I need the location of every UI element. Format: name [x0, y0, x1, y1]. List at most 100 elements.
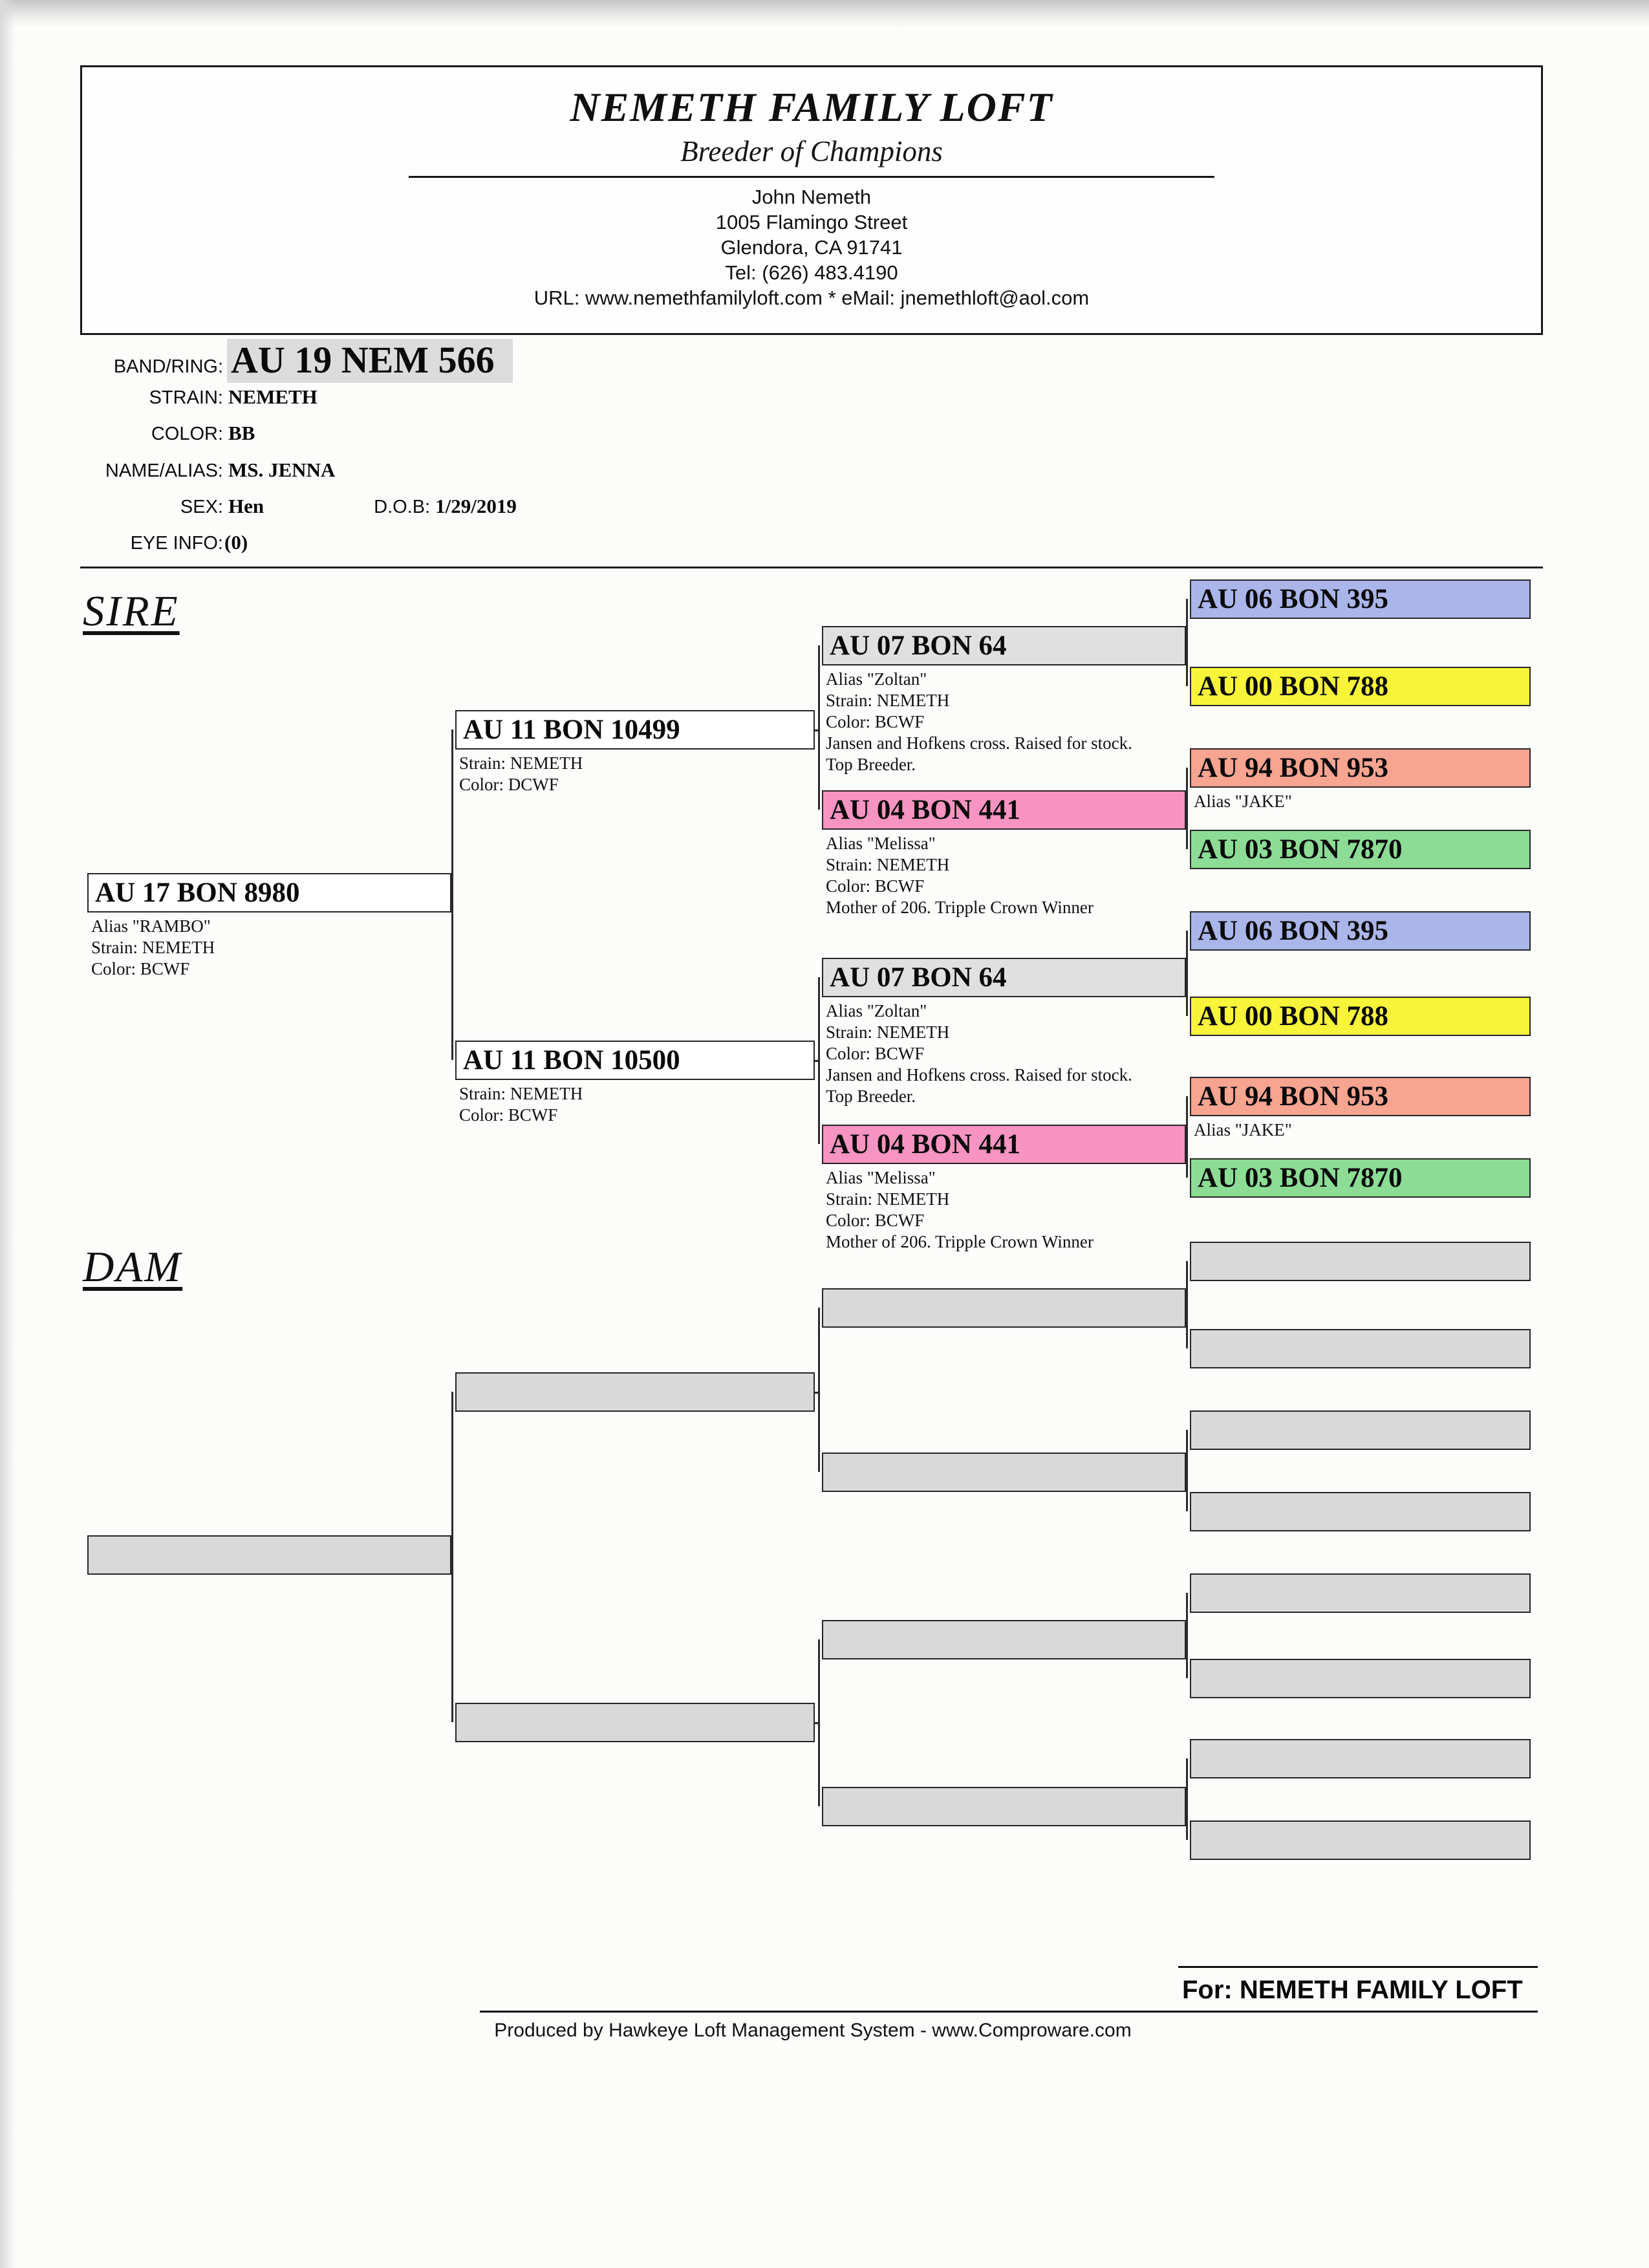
pedigree-connector-line	[1186, 599, 1188, 686]
color-label: COLOR:	[151, 424, 223, 444]
eye-info-value: (0)	[224, 531, 248, 554]
color-row: COLOR: BB	[65, 422, 255, 445]
pedigree-band-cell	[87, 1535, 451, 1575]
pedigree-band-cell: AU 03 BON 7870	[1190, 1158, 1531, 1198]
pedigree-detail-line: Color: BCWF	[826, 1211, 925, 1230]
pedigree-detail-line: Strain: NEMETH	[459, 753, 583, 773]
pedigree-band-cell	[1190, 1820, 1531, 1860]
pedigree-band-cell: AU 00 BON 788	[1190, 997, 1531, 1036]
pedigree-box-details: Alias "RAMBO" Strain: NEMETH Color: BCWF	[87, 913, 451, 980]
pedigree-detail-line: Mother of 206. Tripple Crown Winner	[826, 1232, 1094, 1251]
color-value: BB	[228, 422, 255, 444]
pedigree-connector-line	[1186, 1639, 1188, 1641]
eye-info-row: EYE INFO: (0)	[65, 531, 248, 554]
pedigree-connector-line	[1186, 810, 1188, 812]
pedigree-detail-line: Alias "Zoltan"	[826, 1001, 927, 1021]
pedigree-band-cell: AU 94 BON 953	[1190, 1077, 1531, 1116]
pedigree-connector-line	[1186, 977, 1188, 979]
letterhead-divider	[409, 176, 1214, 178]
pedigree-band-cell	[1190, 1659, 1531, 1698]
phone-line: Tel: (626) 483.4190	[725, 261, 898, 284]
dob-label: D.O.B:	[374, 497, 431, 517]
pedigree-box-sire-g4-8: AU 03 BON 7870	[1190, 1158, 1531, 1198]
pedigree-connector-line	[1186, 1261, 1188, 1348]
pedigree-box-dam-g4-8	[1190, 1820, 1531, 1860]
band-ring-label: BAND/RING:	[113, 356, 223, 377]
pedigree-band-cell	[1190, 1573, 1531, 1613]
pedigree-box-sire-g4-4: AU 03 BON 7870	[1190, 830, 1531, 869]
pedigree-connector-line	[1186, 1096, 1188, 1178]
strain-value: NEMETH	[228, 385, 318, 408]
dob-value: 1/29/2019	[435, 495, 517, 517]
pedigree-detail-line: Top Breeder.	[826, 755, 916, 774]
pedigree-box-dam-g4-5	[1190, 1573, 1531, 1613]
eye-info-label: EYE INFO:	[130, 533, 223, 554]
strain-row: STRAIN: NEMETH	[65, 385, 318, 409]
pedigree-connector-line	[815, 729, 820, 731]
owner-name: John Nemeth	[751, 186, 872, 208]
address-line2: Glendora, CA 91741	[720, 236, 903, 259]
pedigree-connector-line	[815, 1722, 820, 1724]
pedigree-box-sire-g4-2: AU 00 BON 788	[1190, 667, 1531, 706]
pedigree-detail-line: Color: BCWF	[826, 712, 925, 731]
footer-rule	[480, 2011, 1538, 2013]
pedigree-connector-line	[1186, 1472, 1188, 1474]
pedigree-band-cell: AU 17 BON 8980	[87, 873, 451, 913]
pedigree-box-dam-g4-4	[1190, 1492, 1531, 1531]
footer-for-line: For: NEMETH FAMILY LOFT	[1178, 1966, 1538, 2011]
pedigree-detail-line: Alias "RAMBO"	[91, 916, 211, 936]
pedigree-detail-line: Color: BCWF	[91, 959, 190, 978]
pedigree-detail-line: Strain: NEMETH	[826, 1022, 950, 1042]
pedigree-band-cell: AU 94 BON 953	[1190, 748, 1531, 788]
pedigree-box-dam-g2-2	[455, 1703, 815, 1742]
scan-edge-left	[0, 0, 16, 2268]
dam-section-heading: DAM	[83, 1243, 183, 1291]
pedigree-box-dam-g3-2	[822, 1453, 1186, 1492]
pedigree-band-cell	[822, 1787, 1186, 1826]
pedigree-band-cell: AU 07 BON 64	[822, 626, 1186, 665]
pedigree-detail-line: Color: DCWF	[459, 775, 559, 794]
band-ring-value: AU 19 NEM 566	[227, 339, 513, 383]
pedigree-detail-line: Mother of 206. Tripple Crown Winner	[826, 898, 1094, 917]
pedigree-detail-line: Strain: NEMETH	[826, 1189, 950, 1209]
pedigree-connector-line	[451, 1555, 453, 1557]
pedigree-band-cell: AU 04 BON 441	[822, 790, 1186, 830]
pedigree-connector-line	[1186, 1593, 1188, 1678]
pedigree-band-cell: AU 11 BON 10499	[455, 710, 815, 750]
loft-tagline: Breeder of Champions	[680, 135, 943, 167]
pedigree-box-details: Strain: NEMETH Color: DCWF	[455, 750, 815, 795]
pedigree-band-cell	[1190, 1242, 1531, 1281]
pedigree-band-cell: AU 11 BON 10500	[455, 1041, 815, 1080]
scan-edge-top	[0, 0, 1649, 27]
pedigree-connector-line	[818, 645, 820, 810]
pedigree-detail-line: Strain: NEMETH	[826, 691, 950, 710]
pedigree-connector-line	[815, 1060, 820, 1062]
pedigree-box-dam-g3-4	[822, 1787, 1186, 1826]
pedigree-band-cell	[455, 1703, 815, 1742]
pedigree-detail-line: Strain: NEMETH	[91, 938, 215, 957]
pedigree-detail-line: Color: BCWF	[826, 1044, 925, 1063]
pedigree-top-rule	[80, 567, 1543, 568]
pedigree-box-dam-g4-6	[1190, 1659, 1531, 1698]
sire-section-heading: SIRE	[83, 587, 180, 635]
pedigree-band-cell: AU 03 BON 7870	[1190, 830, 1531, 869]
address-line1: 1005 Flamingo Street	[715, 211, 908, 233]
letterhead: NEMETH FAMILY LOFT Breeder of Champions …	[80, 65, 1543, 335]
pedigree-band-cell	[455, 1372, 815, 1412]
sex-dob-row: SEX: Hen D.O.B: 1/29/2019	[65, 495, 517, 518]
pedigree-box-dam-g4-3	[1190, 1410, 1531, 1450]
band-ring-row: BAND/RING: AU 19 NEM 566	[65, 339, 513, 383]
pedigree-box-dam-g4-2	[1190, 1329, 1531, 1368]
pedigree-band-cell: AU 06 BON 395	[1190, 579, 1531, 619]
pedigree-connector-line	[818, 1308, 820, 1472]
